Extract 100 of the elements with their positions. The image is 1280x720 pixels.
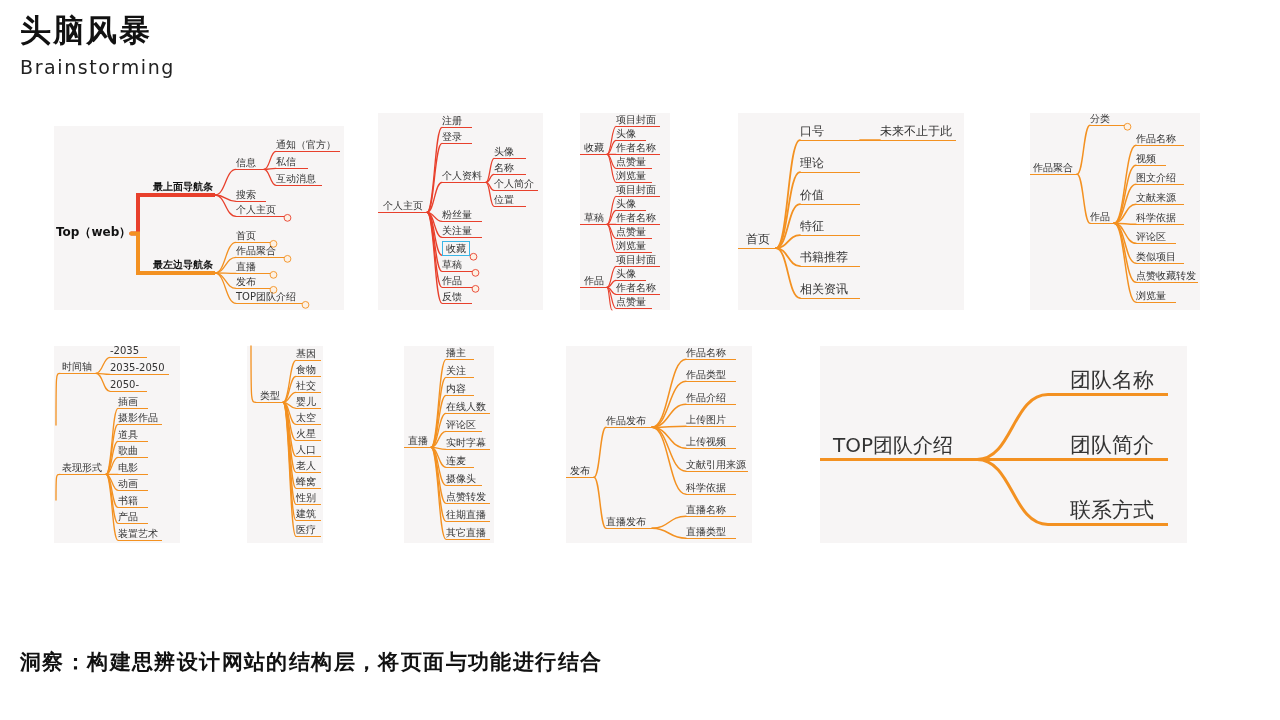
mind-map-topic: 上传视频 xyxy=(686,435,736,449)
mind-map-topic: 其它直播 xyxy=(446,526,490,540)
branch-connector xyxy=(214,272,237,304)
mind-map-topic: 作品名称 xyxy=(1136,132,1184,146)
mind-map-root-topic: Top（web） xyxy=(56,226,132,241)
branch-connector xyxy=(485,173,495,183)
branch-connector xyxy=(606,279,617,288)
mind-map-topic: 项目封面 xyxy=(616,253,660,267)
branch-connector xyxy=(105,440,119,475)
branch-connector xyxy=(606,286,617,295)
mind-map-topic: 医疗 xyxy=(296,523,321,537)
mind-map-topic: 个人资料 xyxy=(442,169,486,183)
branch-connector xyxy=(250,345,257,403)
branch-connector xyxy=(593,476,607,529)
mind-map-topic: 食物 xyxy=(296,363,321,377)
mind-map-topic: 直播类型 xyxy=(686,525,736,539)
insight-caption: 洞察：构建思辨设计网站的结构层，将页面与功能进行结合 xyxy=(20,649,603,676)
branch-connector xyxy=(775,203,801,249)
mind-map-topic: 个人简介 xyxy=(494,177,538,191)
mind-map-topic: 发布 xyxy=(566,464,594,478)
mind-map-topic: 头像 xyxy=(616,197,646,211)
mind-map-topic: 头像 xyxy=(616,127,646,141)
mind-map-topic: 团队简介 xyxy=(1048,432,1168,461)
mind-map-topic: 时间轴 xyxy=(60,360,96,374)
branch-connector xyxy=(105,473,119,524)
branch-connector xyxy=(282,375,297,403)
mind-map-topic: 搜索 xyxy=(236,188,266,202)
mind-map-topic: 首页 xyxy=(738,233,776,249)
mind-map-topic: 项目封面 xyxy=(616,183,660,197)
mind-map-topic: 点赞量 xyxy=(616,295,652,309)
mind-map-topic: 道具 xyxy=(118,428,148,442)
branch-connector xyxy=(214,194,237,217)
mind-map-topic: 性别 xyxy=(296,491,321,505)
mind-map-panel xyxy=(404,346,494,543)
branch-connector xyxy=(426,211,443,288)
mind-map-topic: 特征 xyxy=(800,220,860,236)
mind-map-topic: 直播 xyxy=(404,434,431,448)
branch-connector xyxy=(430,412,447,448)
branch-connector xyxy=(606,209,617,225)
mind-map-topic: 评论区 xyxy=(446,418,482,432)
mind-map-topic: 作者名称 xyxy=(616,211,660,225)
mind-map-topic: 作品 xyxy=(1090,210,1114,224)
mind-map-topic: 人口 xyxy=(296,443,321,457)
mind-map-topic: 太空 xyxy=(296,411,321,425)
mind-map-topic: 头像 xyxy=(616,267,646,281)
branch-connector xyxy=(263,167,277,170)
mind-map-topic: 最上面导航条 xyxy=(145,180,215,197)
mind-map-topic: 关注 xyxy=(446,364,474,378)
branch-connector xyxy=(426,211,443,222)
mind-map-topic: 老人 xyxy=(296,459,321,473)
mind-map-topic: 往期直播 xyxy=(446,508,490,522)
mind-map-topic: 书籍推荐 xyxy=(800,251,860,267)
branch-connector xyxy=(606,153,617,169)
mind-map-topic: 文献引用来源 xyxy=(686,458,748,472)
mind-map-topic: 歌曲 xyxy=(118,444,148,458)
mind-map-topic: 作品介绍 xyxy=(686,391,736,405)
branch-connector xyxy=(975,458,1050,526)
mind-map-topic: 口号 xyxy=(800,125,860,141)
branch-connector xyxy=(282,391,297,403)
branch-connector xyxy=(606,223,617,225)
mind-map-topic: 通知（官方） xyxy=(276,138,340,152)
branch-connector xyxy=(485,181,495,207)
branch-connector xyxy=(282,401,297,457)
branch-connector xyxy=(485,157,495,183)
mind-map-topic: 装置艺术 xyxy=(118,527,162,541)
branch-connector xyxy=(775,139,801,249)
branch-connector xyxy=(426,211,443,256)
branch-connector xyxy=(95,372,111,392)
mind-map-topic: 个人主页 xyxy=(236,203,284,217)
branch-connector xyxy=(105,473,119,475)
branch-connector xyxy=(282,359,297,403)
mind-map-topic: 互动消息 xyxy=(276,172,322,186)
mind-map-topic: 作者名称 xyxy=(616,141,660,155)
branch-connector xyxy=(430,446,447,486)
branch-connector xyxy=(651,527,687,539)
mind-map-topic: 直播发布 xyxy=(606,515,652,529)
mind-map-topic: 表现形式 xyxy=(60,461,106,475)
mind-map-topic: 相关资讯 xyxy=(800,283,860,299)
branch-connector xyxy=(105,423,119,475)
branch-connector xyxy=(129,231,147,275)
mind-map-topic: 实时字幕 xyxy=(446,436,490,450)
mind-map-topic: 名称 xyxy=(494,161,526,175)
branch-connector xyxy=(651,425,687,428)
mind-map-panel xyxy=(54,126,344,310)
mind-map-topic: 关注量 xyxy=(442,224,482,238)
mind-map-topic: 书籍 xyxy=(118,494,148,508)
branch-connector xyxy=(105,473,119,508)
mind-map-topic: 浏览量 xyxy=(616,169,652,183)
mind-map-topic: -2035 xyxy=(110,344,148,358)
mind-map-topic: 文献来源 xyxy=(1136,191,1184,205)
branch-connector xyxy=(775,171,801,249)
branch-connector xyxy=(606,153,617,155)
branch-connector xyxy=(55,473,61,501)
branch-connector xyxy=(593,426,607,478)
mind-map-topic: 草稿 xyxy=(580,211,607,225)
branch-connector xyxy=(430,446,447,522)
mind-map-topic: 类似项目 xyxy=(1136,250,1184,264)
branch-connector xyxy=(263,168,277,186)
mind-map-topic: 类型 xyxy=(256,389,283,403)
branch-connector xyxy=(426,126,443,213)
